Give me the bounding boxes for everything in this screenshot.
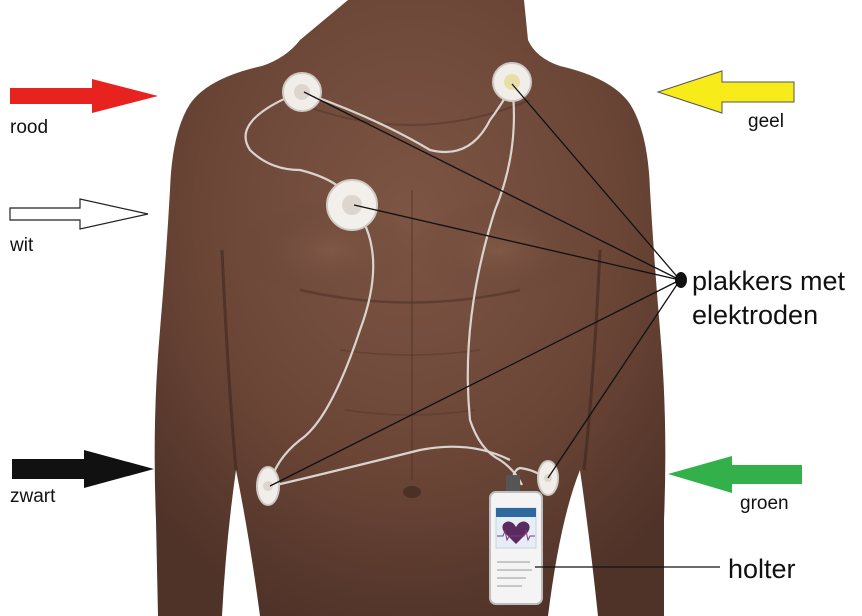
label-electrodes-line2: elektroden — [692, 302, 818, 329]
electrode-rood — [283, 73, 321, 111]
torso — [155, 0, 666, 616]
arrow-groen — [668, 456, 802, 493]
electrode-zwart — [257, 467, 279, 505]
label-holter: holter — [728, 556, 796, 583]
arrow-rood — [10, 79, 158, 113]
label-rood: rood — [10, 118, 48, 137]
label-geel: geel — [748, 112, 784, 131]
label-wit: wit — [10, 236, 33, 255]
arrow-geel — [658, 71, 794, 113]
holter-device — [490, 475, 542, 604]
label-zwart: zwart — [10, 487, 55, 506]
electrode-geel — [493, 63, 531, 101]
electrode-wit — [327, 180, 377, 230]
arrow-wit — [10, 199, 148, 229]
arrow-zwart — [12, 450, 154, 488]
label-electrodes-line1: plakkers met — [692, 268, 845, 295]
label-groen: groen — [740, 494, 789, 513]
pointer-dot — [675, 272, 687, 288]
